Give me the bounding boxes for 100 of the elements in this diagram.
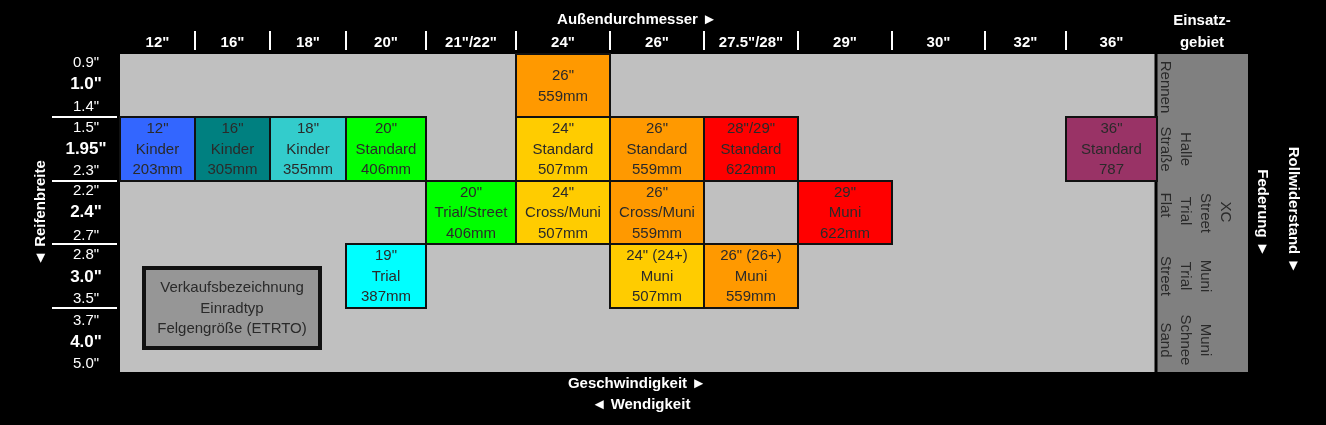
row-label: 1.95" (65, 138, 107, 160)
size-text: 24" (552, 118, 574, 139)
type-text: Cross/Muni (619, 202, 695, 223)
usage-label: Street (1197, 192, 1216, 233)
row-label: 2.2" (72, 180, 100, 200)
wheel-size-box (345, 243, 427, 309)
type-text: Cross/Muni (525, 202, 601, 223)
column-header: 30" (926, 32, 951, 52)
axis-title: ◄ Reifenbreite (30, 160, 49, 266)
usage-label: Flat (1157, 192, 1176, 217)
type-text: Kinder (210, 138, 255, 159)
column-header: 32" (1013, 32, 1038, 52)
rim-text: 203mm (132, 159, 183, 180)
axis-title: Geschwindigkeit ► (567, 373, 707, 393)
size-text: 26" (646, 181, 668, 202)
wheel-size-box (609, 243, 705, 309)
column-header: 16" (220, 32, 245, 52)
column-header: 21"/22" (445, 32, 497, 52)
column-header: 26" (645, 32, 669, 52)
usage-label: Schnee (1177, 314, 1196, 366)
usage-label: Muni (1197, 259, 1216, 293)
row-label: 1.0" (70, 73, 102, 95)
type-text: Standard (355, 138, 417, 159)
row-label: 2.8" (72, 244, 100, 264)
size-text: 20" (375, 118, 397, 139)
column-header: 36" (1099, 32, 1124, 52)
row-label: 0.9" (72, 52, 100, 72)
type-text: Trial (371, 265, 401, 286)
size-text: 36" (1100, 118, 1123, 139)
column-header: 29" (833, 32, 857, 52)
size-text: 12" (146, 118, 169, 139)
row-label: 4.0" (70, 331, 102, 353)
type-text: Trial/Street (434, 202, 508, 223)
size-text: Verkaufsbezeichnung (160, 277, 304, 298)
rim-text: 355mm (283, 159, 333, 180)
wheel-size-box (703, 116, 799, 182)
wheel-size-box (269, 116, 347, 182)
usage-label: Muni (1197, 323, 1216, 357)
size-text: 18" (297, 118, 319, 139)
usage-label: Trial (1177, 196, 1196, 225)
column-header: Einsatz- gebiet (1172, 10, 1232, 52)
rim-text: 622mm (820, 222, 870, 243)
rim-text: 622mm (726, 159, 776, 180)
row-label: 2.7" (72, 225, 100, 245)
rim-text: Felgengröße (ETRTO) (157, 318, 307, 339)
row-label: 5.0" (72, 353, 100, 373)
type-text: Standard (1081, 138, 1142, 159)
wheel-size-box (797, 180, 893, 245)
axis-title: Außendurchmesser ► (557, 9, 717, 29)
size-text: 24" (24+) (626, 245, 688, 266)
type-text: Muni (828, 202, 862, 223)
type-text: Standard (720, 138, 782, 159)
type-text: Kinder (286, 138, 330, 159)
column-header: 24" (551, 32, 575, 52)
type-text: Standard (626, 138, 688, 159)
row-label: 3.7" (72, 310, 100, 330)
wheel-size-box (703, 243, 799, 309)
type-text: Standard (532, 138, 594, 159)
wheel-size-box (609, 180, 705, 245)
axis-title: Rollwiderstand ► (1285, 146, 1304, 274)
row-label: 2.4" (70, 201, 102, 223)
size-text: 24" (552, 181, 574, 202)
usage-label: Trial (1177, 261, 1196, 291)
size-text: 16" (221, 118, 244, 139)
rim-text: 559mm (632, 222, 682, 243)
rim-text: 507mm (632, 286, 682, 307)
wheel-size-box (194, 116, 271, 182)
row-label: 1.5" (72, 117, 100, 137)
column-header: 27.5"/28" (718, 32, 784, 52)
type-text: Kinder (135, 138, 180, 159)
rim-text: 387mm (361, 286, 411, 307)
size-text: 20" (460, 181, 482, 202)
size-text: 29" (834, 181, 856, 202)
row-label: 1.4" (72, 96, 100, 116)
size-text: 26" (26+) (720, 245, 782, 266)
rim-text: 406mm (446, 222, 496, 243)
rim-text: 305mm (207, 159, 258, 180)
usage-label: XC (1217, 201, 1236, 222)
column-header: 18" (296, 32, 320, 52)
wheel-size-box (609, 116, 705, 182)
rim-text: 507mm (538, 222, 588, 243)
row-label: 3.0" (70, 266, 102, 288)
rim-text: 559mm (726, 286, 776, 307)
axis-title: Federung ► (1254, 169, 1273, 257)
type-text: Muni (734, 265, 768, 286)
wheel-size-box (515, 53, 611, 118)
size-text: 26" (646, 118, 668, 139)
usage-label: Straße (1157, 126, 1176, 172)
rim-text: 559mm (632, 159, 682, 180)
type-text: Einradtyp (200, 297, 264, 318)
row-label: 2.3" (72, 160, 100, 180)
row-label: 3.5" (72, 288, 100, 308)
column-header: 12" (145, 32, 170, 52)
wheel-size-box (1065, 116, 1158, 182)
size-text: 26" (552, 65, 574, 85)
wheel-size-box (119, 116, 196, 182)
usage-label: Sand (1157, 322, 1176, 358)
key-box (142, 266, 322, 350)
size-text: 28"/29" (726, 118, 776, 139)
rim-text: 406mm (361, 159, 411, 180)
